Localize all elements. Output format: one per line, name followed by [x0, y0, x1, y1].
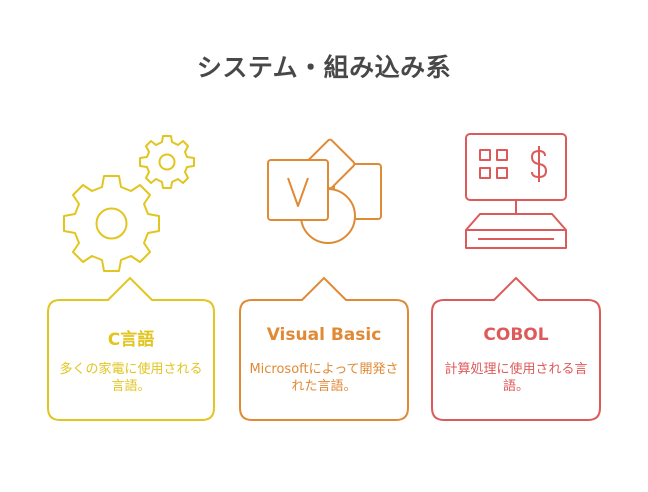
dollar-sign-icon	[531, 146, 547, 182]
grid-square-3	[479, 167, 491, 179]
grid-square-4	[496, 167, 508, 179]
large-gear-hub	[95, 207, 128, 240]
card-cobol-title: COBOL	[483, 325, 549, 345]
card-vb-bubble	[239, 276, 409, 421]
visual-studio-shapes-icon	[267, 138, 382, 244]
card-cobol-description: 計算処理に使用される言語。	[444, 362, 588, 394]
gears-icon	[63, 135, 195, 272]
card-c-title: C言語	[107, 330, 155, 350]
diagram-title: システム・組み込み系	[196, 53, 452, 82]
large-gear-shape	[63, 175, 160, 272]
computer-terminal-icon	[465, 133, 567, 249]
card-cobol-bubble	[431, 276, 601, 421]
grid-square-1	[479, 149, 491, 161]
card-vb-title: Visual Basic	[266, 325, 382, 345]
letter-v-mark	[287, 177, 309, 207]
card-c-description: 多くの家電に使用される言語。	[59, 362, 203, 394]
small-gear-hub	[158, 153, 176, 171]
card-vb-description: Microsoftによって開発された言語。	[249, 362, 399, 394]
small-gear-shape	[139, 135, 195, 189]
grid-square-2	[496, 149, 508, 161]
card-c-bubble	[47, 276, 215, 421]
front-square-shape	[267, 159, 329, 221]
